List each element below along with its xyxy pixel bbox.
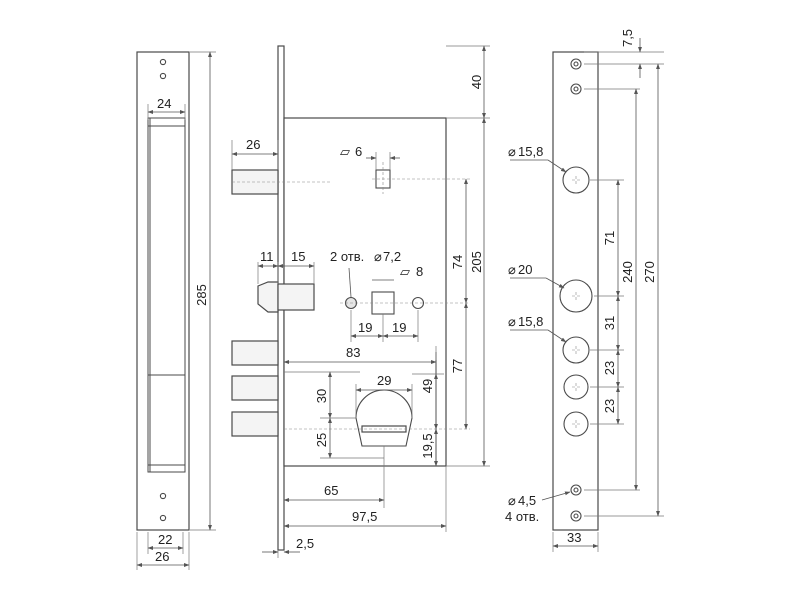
cylinder-cutout [355,389,413,447]
face-bolt-hole-1 [562,166,590,194]
side-hole-3 [159,492,167,500]
dim-front-205: 205 [469,251,484,273]
dim-face-33: 33 [567,530,581,545]
svg-text:⌀: ⌀ [508,314,516,329]
dim-face-dia-15-8-b: 15,8 [518,314,543,329]
side-faceplate [136,51,190,531]
dim-front-83: 83 [346,345,360,360]
face-bolt-hole-4 [563,411,589,437]
dim-front-97-5: 97,5 [352,509,377,524]
dim-face-23-a: 23 [602,361,617,375]
dim-front-square-6: 6 [355,144,362,159]
dim-face-holes-4: 4 отв. [505,509,539,524]
holes-label: 2 отв. [330,249,364,264]
dim-face-23-b: 23 [602,399,617,413]
dim-face-270: 270 [642,261,657,283]
lower-bolt-1 [231,340,279,366]
dim-front-49: 49 [420,379,435,393]
dim-face-240: 240 [620,261,635,283]
dim-side-26: 26 [155,549,169,564]
face-view: 7,5 71 31 23 23 240 270 ⌀ 15,8 ⌀ 20 ⌀ 15… [505,29,664,552]
side-hole-4 [159,514,167,522]
dim-face-71: 71 [602,231,617,245]
face-bolt-hole-2 [562,336,590,364]
dim-front-74: 74 [450,255,465,269]
side-view: 24 285 22 26 [136,51,216,570]
svg-text:⏥: ⏥ [400,264,410,279]
dim-face-dia-4-5: 4,5 [518,493,536,508]
dim-side-22: 22 [158,532,172,547]
svg-text:⌀: ⌀ [508,493,516,508]
dim-face-dia-15-8-a: 15,8 [518,144,543,159]
dim-front-25: 25 [314,433,329,447]
dim-front-11: 11 [260,249,274,264]
dim-front-square-8: 8 [416,264,423,279]
front-view: 40 205 74 77 26 ⏥ 6 11 15 2 отв. ⌀ [231,45,490,558]
dim-face-7-5: 7,5 [620,29,635,47]
face-bolt-hole-3 [563,374,589,400]
dim-front-65: 65 [324,483,338,498]
dim-side-24: 24 [157,96,171,111]
dim-face-dia-20: 20 [518,262,532,277]
dim-side-285: 285 [194,284,209,306]
svg-text:⏥: ⏥ [340,144,350,159]
dim-front-19-left: 19 [358,320,372,335]
svg-text:⌀: ⌀ [374,249,382,264]
side-body [147,117,186,473]
svg-text:⌀: ⌀ [508,262,516,277]
dim-front-40: 40 [469,75,484,89]
dim-front-19-right: 19 [392,320,406,335]
lower-bolt-3 [231,411,279,437]
side-hole-1 [159,58,167,66]
svg-text:⌀: ⌀ [508,144,516,159]
latch-bolt [257,281,279,313]
dim-face-31: 31 [602,316,617,330]
holes-dia: 7,2 [383,249,401,264]
dim-front-30: 30 [314,389,329,403]
dim-front-29: 29 [377,373,391,388]
dim-front-15: 15 [291,249,305,264]
dim-front-2-5: 2,5 [296,536,314,551]
side-hole-2 [159,72,167,80]
dim-front-77: 77 [450,359,465,373]
face-latch-hole [559,279,593,313]
dim-front-26: 26 [246,137,260,152]
lower-bolt-2 [231,375,279,401]
dim-front-19-5: 19,5 [420,433,435,458]
